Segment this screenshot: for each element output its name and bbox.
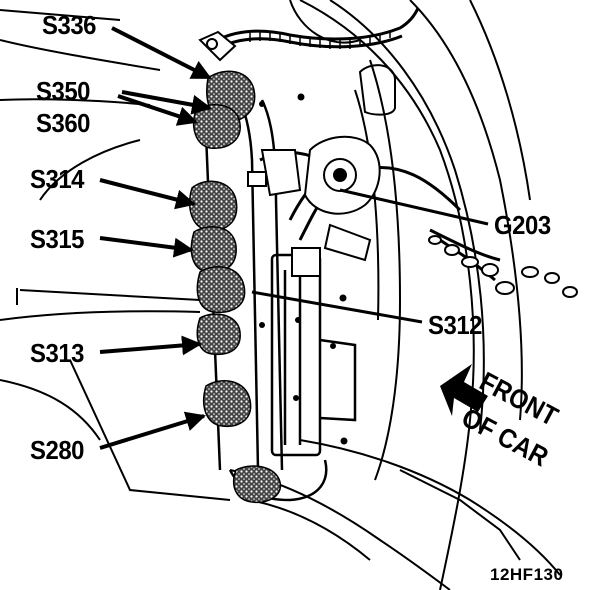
label-s280: S280 [30, 435, 85, 465]
label-s336: S336 [42, 10, 97, 40]
arrow-s360 [117, 94, 198, 126]
label-s313: S313 [30, 338, 85, 368]
arrow-s336 [111, 26, 212, 80]
label-s315: S315 [30, 224, 85, 254]
label-s312: S312 [428, 310, 483, 340]
line-g203 [339, 188, 489, 226]
line-s312 [251, 290, 423, 324]
fasteners [259, 93, 348, 445]
actuator-assembly [247, 135, 381, 277]
label-s360: S360 [36, 108, 91, 138]
arrow-s350 [121, 90, 212, 115]
loom-wrap [249, 30, 391, 49]
splice-packs [188, 70, 282, 504]
front-arrow [440, 364, 488, 416]
label-s350: S350 [36, 76, 91, 106]
leader-arrows [99, 26, 212, 450]
arrow-s314 [99, 178, 196, 210]
terminal-connectors [428, 235, 578, 298]
label-s314: S314 [30, 164, 85, 194]
top-connector [198, 30, 237, 62]
arrow-s313 [99, 335, 202, 356]
arrow-s315 [99, 236, 194, 258]
arrow-s280 [99, 411, 206, 450]
label-g203: G203 [494, 210, 551, 240]
leader-lines [251, 188, 489, 324]
figure-id: 12HF130 [490, 565, 564, 584]
